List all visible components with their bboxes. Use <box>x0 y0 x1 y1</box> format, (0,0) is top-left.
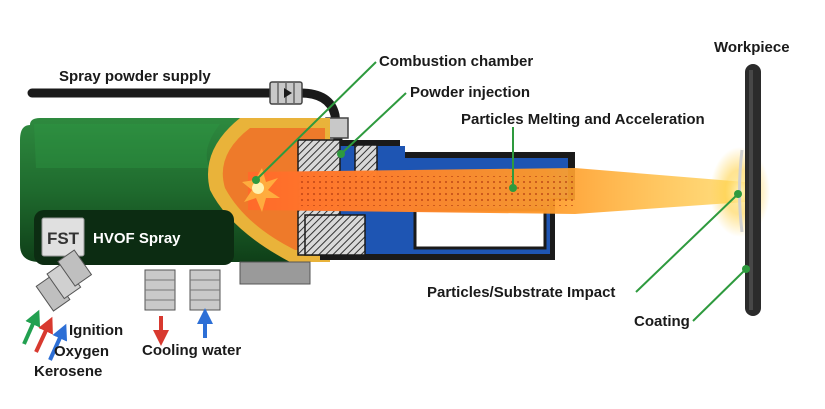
leader-powder-injection <box>340 92 407 155</box>
label-oxygen: Oxygen <box>54 343 109 360</box>
label-combustion-chamber: Combustion chamber <box>379 53 533 70</box>
brand-panel: FST HVOF Spray <box>34 210 234 265</box>
brand-product-name: HVOF Spray <box>93 230 181 247</box>
powder-supply-hose <box>27 81 349 145</box>
leader-dot-combustion <box>252 176 260 184</box>
supply-arrows <box>22 308 213 361</box>
leader-impact <box>635 193 739 293</box>
leader-combustion-chamber <box>255 61 377 181</box>
ignition-arrow-icon <box>22 309 41 345</box>
label-workpiece: Workpiece <box>714 39 790 56</box>
leader-lines <box>255 61 747 322</box>
label-powder-injection: Powder injection <box>410 84 530 101</box>
label-ignition: Ignition <box>69 322 123 339</box>
label-coating: Coating <box>634 313 690 330</box>
cooling-ports <box>144 261 311 311</box>
label-cooling-water: Cooling water <box>142 342 241 359</box>
leader-dot-coating <box>742 265 750 273</box>
leader-coating <box>692 268 747 322</box>
leader-dot-impact <box>734 190 742 198</box>
label-kerosene: Kerosene <box>34 363 102 380</box>
label-impact: Particles/Substrate Impact <box>427 284 615 301</box>
oxygen-arrow-icon <box>34 316 53 353</box>
leader-dot-powder <box>337 150 345 158</box>
label-spray-powder-supply: Spray powder supply <box>59 68 211 85</box>
kerosene-arrow-icon <box>48 323 68 361</box>
fuel-ports <box>35 249 93 312</box>
brand-logo: FST <box>47 229 80 248</box>
label-particles-melting: Particles Melting and Acceleration <box>461 111 705 128</box>
leader-dot-melting <box>509 184 517 192</box>
